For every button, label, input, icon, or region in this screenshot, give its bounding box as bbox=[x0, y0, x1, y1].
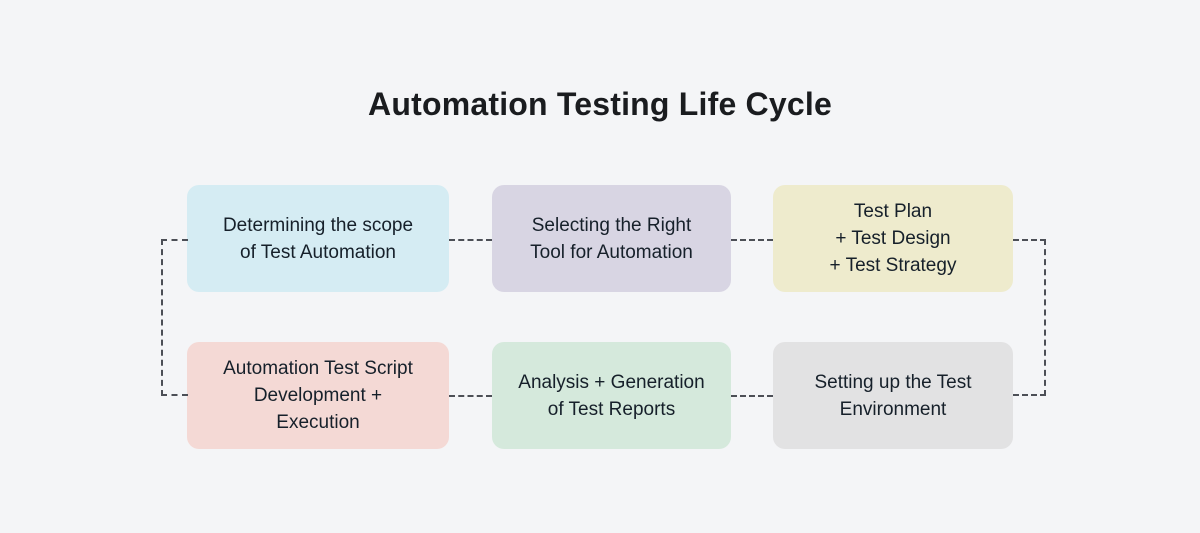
connector-row2-box1-box2 bbox=[449, 395, 492, 397]
step-label-selecting-tool: Selecting the Right Tool for Automation bbox=[530, 214, 693, 263]
connector-left-loop bbox=[161, 239, 188, 396]
step-label-test-plan: Test Plan + Test Design + Test Strategy bbox=[829, 201, 957, 276]
step-box-analysis-reports: Analysis + Generation of Test Reports bbox=[492, 342, 731, 449]
diagram-title: Automation Testing Life Cycle bbox=[368, 86, 832, 122]
step-box-test-plan: Test Plan + Test Design + Test Strategy bbox=[773, 185, 1013, 292]
step-box-setup-environment: Setting up the Test Environment bbox=[773, 342, 1013, 449]
step-label-analysis-reports: Analysis + Generation of Test Reports bbox=[518, 371, 705, 420]
step-box-determining-scope: Determining the scope of Test Automation bbox=[187, 185, 449, 292]
step-label-setup-environment: Setting up the Test Environment bbox=[814, 371, 972, 420]
step-box-selecting-tool: Selecting the Right Tool for Automation bbox=[492, 185, 731, 292]
step-box-script-development: Automation Test Script Development + Exe… bbox=[187, 342, 449, 449]
connector-right-loop bbox=[1013, 239, 1046, 396]
connector-row1-box2-box3 bbox=[731, 239, 773, 241]
connector-row2-box2-box3 bbox=[731, 395, 773, 397]
step-label-script-development: Automation Test Script Development + Exe… bbox=[223, 358, 413, 433]
connector-row1-box1-box2 bbox=[449, 239, 492, 241]
step-label-determining-scope: Determining the scope of Test Automation bbox=[222, 214, 414, 263]
